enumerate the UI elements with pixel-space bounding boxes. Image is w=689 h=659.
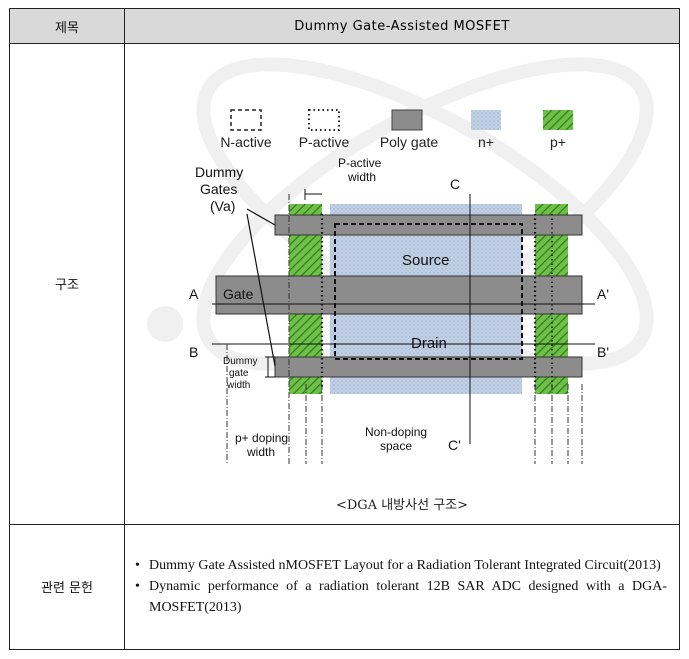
title-value: Dummy Gate-Assisted MOSFET (124, 7, 680, 45)
title-label: 제목 (9, 7, 125, 45)
dummy-gate-width-marker (265, 356, 275, 378)
label-c: C (450, 176, 460, 192)
label-gates: Gates (200, 181, 237, 197)
label-dummy: Dummy (195, 164, 243, 180)
document-table: 제목 Dummy Gate-Assisted MOSFET 구조 (9, 7, 680, 651)
legend-n-plus-swatch (471, 110, 501, 131)
label-a: A (189, 286, 199, 302)
label-source: Source (402, 252, 450, 269)
label-drain: Drain (411, 335, 447, 352)
label-gate: Gate (223, 286, 254, 302)
label-p-doping-width: p+ doping (235, 431, 288, 445)
dummy-gate-arrows (246, 208, 276, 367)
dummy-gate-bottom (274, 356, 583, 378)
label-b-prime: B' (597, 344, 609, 360)
title-row: 제목 Dummy Gate-Assisted MOSFET (9, 7, 680, 45)
guide-lines (226, 194, 583, 465)
label-c-prime: C' (448, 437, 461, 453)
references-label: 관련 문헌 (9, 523, 125, 651)
legend-p-active: P-active (299, 134, 350, 150)
legend-poly-gate-swatch (391, 109, 423, 131)
legend-poly-gate: Poly gate (380, 134, 439, 150)
references-cell: Dummy Gate Assisted nMOSFET Layout for a… (124, 523, 680, 651)
references-list: Dummy Gate Assisted nMOSFET Layout for a… (125, 555, 667, 618)
legend: N-active P-active Poly gate n+ p+ (220, 109, 573, 150)
legend-n-active-swatch (230, 109, 262, 131)
label-p-doping-width-2: width (246, 445, 275, 459)
reference-item: Dynamic performance of a radiation toler… (133, 576, 667, 618)
n-active-outline (334, 223, 523, 361)
references-row: 관련 문헌 Dummy Gate Assisted nMOSFET Layout… (9, 523, 680, 651)
label-p-active-width: P-active (338, 156, 382, 170)
legend-p-plus: p+ (550, 134, 566, 150)
legend-n-plus: n+ (478, 134, 494, 150)
legend-p-plus-swatch (543, 110, 573, 131)
label-a-prime: A' (597, 286, 609, 302)
legend-p-active-swatch (308, 109, 340, 132)
label-non-doping-2: space (380, 439, 412, 453)
structure-label: 구조 (9, 43, 125, 525)
main-gate (215, 275, 583, 315)
structure-row: 구조 (9, 43, 680, 525)
dga-layout-diagram: N-active P-active Poly gate n+ p+ (147, 57, 654, 465)
label-b: B (189, 344, 198, 360)
p-active-width-marker (304, 189, 322, 201)
reference-item: Dummy Gate Assisted nMOSFET Layout for a… (133, 555, 667, 576)
document-table-wrapper: 제목 Dummy Gate-Assisted MOSFET 구조 (9, 7, 680, 651)
label-non-doping: Non-doping (365, 425, 427, 439)
legend-n-active: N-active (220, 134, 272, 150)
label-va: (Va) (210, 198, 235, 214)
label-p-active-width-2: width (347, 170, 376, 184)
layout-drawing (212, 189, 595, 465)
label-dummy-gate-width-2: gate (229, 368, 249, 379)
label-dummy-gate-width: Dummy (223, 356, 257, 367)
diagram-labels: Dummy Gates (Va) P-active width C Source… (189, 156, 609, 459)
structure-figure-cell: N-active P-active Poly gate n+ p+ (124, 43, 680, 525)
label-dummy-gate-width-3: width (226, 380, 250, 391)
figure-caption: <DGA 내방사선 구조> (335, 498, 468, 514)
